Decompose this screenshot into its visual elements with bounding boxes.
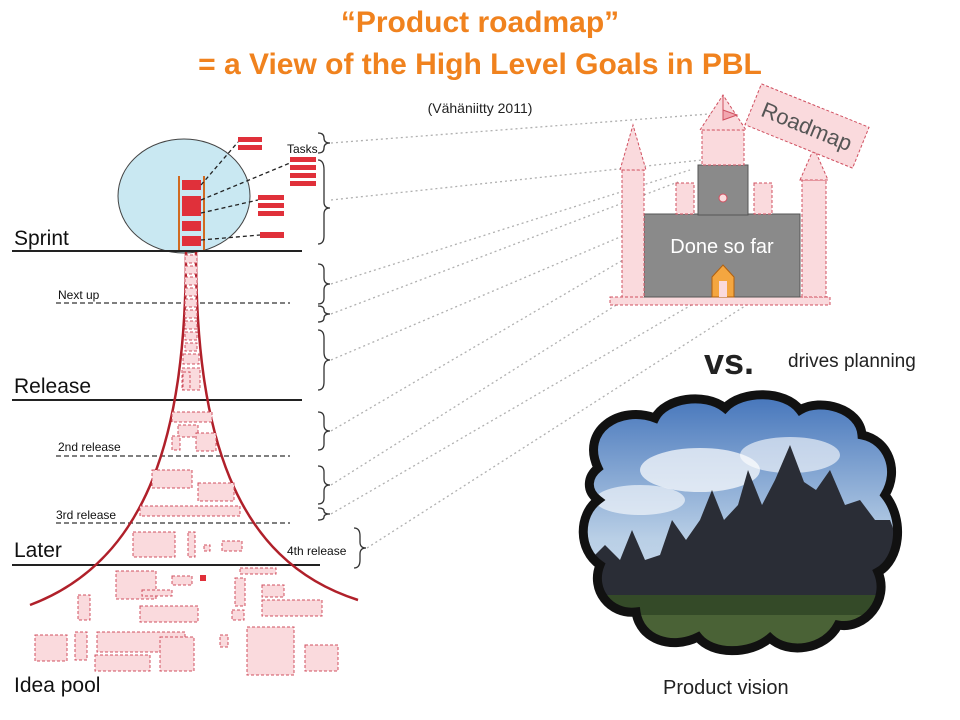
sprint-task-ladder: [178, 176, 205, 250]
citation: (Vähäniitty 2011): [427, 100, 533, 116]
funnel-items: [139, 254, 241, 517]
next-up-label: Next up: [58, 288, 100, 302]
release-label: Release: [14, 375, 91, 398]
castle-done-so-far: [609, 94, 831, 306]
product-vision-label: Product vision: [663, 677, 789, 699]
idea-pool-items: [34, 531, 339, 676]
vs-label: vs.: [704, 341, 754, 382]
idea-highlight: [200, 575, 206, 581]
later-label: Later: [14, 539, 62, 562]
task-cards: [238, 137, 316, 238]
roadmap-sign: Roadmap: [744, 83, 870, 169]
level-braces: [317, 132, 367, 569]
second-release-label: 2nd release: [58, 440, 121, 454]
tasks-label: Tasks: [287, 142, 318, 156]
sprint-label: Sprint: [14, 227, 69, 250]
title-line-2: = a View of the High Level Goals in PBL: [198, 48, 762, 81]
drives-planning-label: drives planning: [788, 351, 916, 372]
done-so-far-label: Done so far: [670, 236, 774, 258]
third-release-label: 3rd release: [56, 508, 116, 522]
idea-pool-label: Idea pool: [14, 674, 100, 697]
task-connectors: [200, 141, 291, 241]
product-vision-cloud: [578, 390, 903, 656]
title-line-1: “Product roadmap”: [340, 6, 620, 39]
fourth-release-label: 4th release: [287, 544, 347, 558]
